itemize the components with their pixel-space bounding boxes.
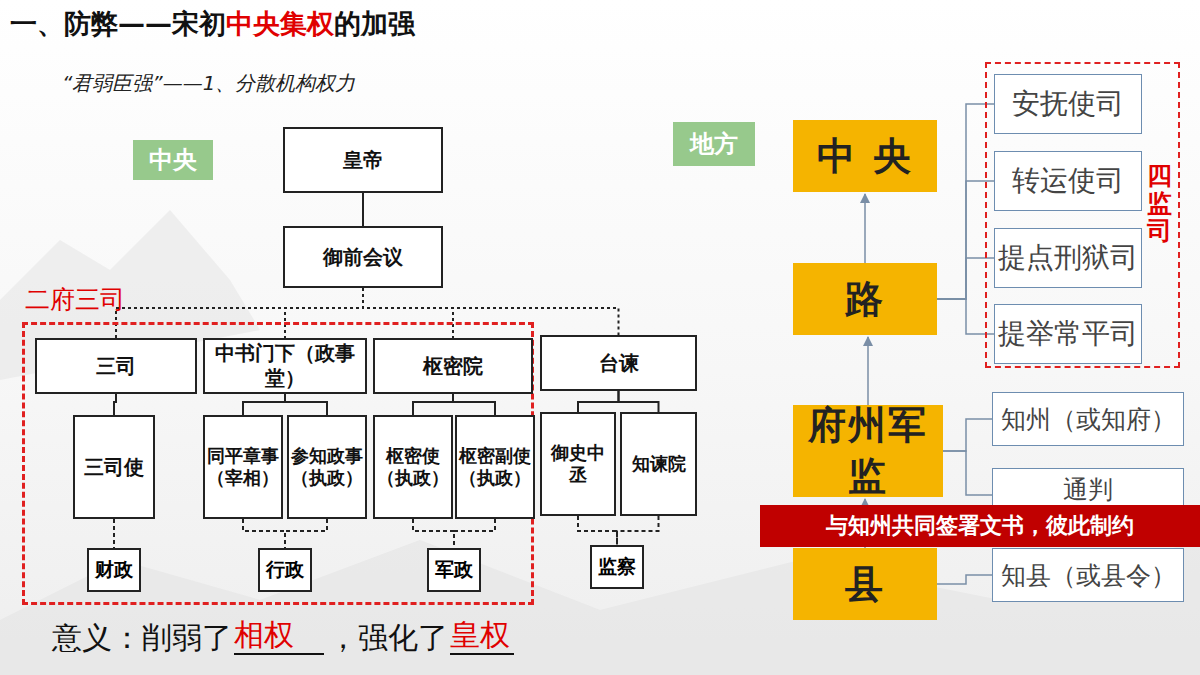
answer-blank: 皇权 [450, 618, 514, 655]
official-box: 知谏院 [620, 412, 697, 516]
connector [285, 288, 363, 338]
level-box: 路 [793, 263, 937, 335]
node-label: 同平章事 （宰相） [207, 445, 279, 490]
node-label: 与知州共同签署文书，彼此制约 [826, 511, 1134, 541]
connector [864, 194, 866, 263]
office-box: 皇帝 [283, 127, 443, 193]
area-tag: 中央 [133, 140, 213, 180]
node-label: 参知政事 （执政） [291, 445, 363, 490]
subtitle: “君弱臣强”——1、分散机构权力 [62, 70, 355, 97]
connector [363, 288, 453, 338]
answer-blank: 相权 [234, 618, 324, 655]
connector [454, 519, 495, 548]
official-box: 同平章事 （宰相） [203, 415, 283, 519]
official-box: 御史中丞 [540, 412, 616, 516]
node-label: 府州军监 [793, 400, 943, 502]
connector [943, 419, 992, 451]
office-box: 中书门下（政事堂） [203, 338, 367, 394]
office-box: 知州（或知府） [992, 392, 1184, 446]
connector [867, 337, 869, 405]
office-box: 枢密院 [373, 338, 533, 394]
office-box: 提点刑狱司 [994, 228, 1142, 288]
group-region: 四监司 安抚使司转运使司提点刑狱司提举常平司 [985, 62, 1180, 368]
official-box: 参知政事 （执政） [287, 415, 367, 519]
node-label: 提举常平司 [998, 315, 1138, 353]
node-label: 枢密副使 （执政） [459, 445, 531, 490]
page-title: 一、防弊——宋初中央集权的加强 [10, 6, 415, 42]
node-label: 中书门下（政事堂） [207, 341, 363, 391]
connector [116, 288, 363, 338]
node-label: 知县（或县令） [1001, 559, 1176, 592]
node-label: 提点刑狱司 [998, 239, 1138, 277]
connector [114, 394, 116, 415]
official-box: 枢密使 （执政） [373, 415, 453, 519]
connector [617, 516, 659, 545]
power-tag: 财政 [87, 548, 141, 592]
node-label: 知州（或知府） [1001, 403, 1176, 436]
node-label: 知谏院 [632, 453, 686, 476]
power-tag: 军政 [427, 548, 481, 592]
connector [363, 288, 619, 335]
level-box: 中 央 [793, 120, 937, 192]
node-label: 御前会议 [323, 245, 403, 270]
node-label: 通判 [1063, 473, 1113, 506]
connector [285, 394, 327, 415]
connector [243, 519, 285, 548]
office-box: 提举常平司 [994, 304, 1142, 364]
meaning-text: 意义：削弱了 [52, 618, 232, 659]
connector [243, 394, 285, 415]
connector [413, 394, 453, 415]
office-box: 知县（或县令） [992, 548, 1184, 602]
node-label: 枢密院 [423, 354, 483, 379]
official-box: 三司使 [73, 415, 155, 519]
connector [943, 451, 992, 495]
node-label: 御史中丞 [544, 442, 612, 487]
official-box: 枢密副使 （执政） [455, 415, 535, 519]
node-label: 枢密使 （执政） [377, 445, 449, 490]
area-tag: 地方 [673, 122, 755, 166]
node-label: 三司 [96, 354, 136, 379]
connector [362, 193, 364, 226]
level-box: 府州军监 [793, 405, 943, 497]
connector [578, 391, 619, 412]
node-label: 中央 [149, 144, 197, 176]
connector [413, 519, 454, 548]
node-label: 中 央 [817, 131, 912, 182]
connector [619, 391, 659, 412]
office-box: 安抚使司 [994, 74, 1142, 134]
power-tag: 监察 [590, 545, 644, 589]
node-label: 安抚使司 [1012, 85, 1124, 123]
group-heading: 二府三司 [25, 283, 125, 316]
connector [453, 394, 495, 415]
group-heading: 四监司 [1147, 162, 1172, 245]
group-region: 二府三司三司中书门下（政事堂）枢密院三司使同平章事 （宰相）参知政事 （执政）枢… [22, 322, 534, 605]
node-label: 台谏 [599, 351, 639, 376]
meaning-text: ，强化了 [328, 618, 448, 659]
node-label: 三司使 [84, 455, 144, 480]
node-label: 转运使司 [1012, 162, 1124, 200]
connector [113, 519, 115, 548]
connector [937, 575, 992, 584]
connector [578, 516, 617, 545]
power-tag: 行政 [258, 548, 312, 592]
node-label: 地方 [690, 128, 738, 160]
node-label: 皇帝 [343, 148, 383, 173]
node-label: 行政 [266, 557, 304, 583]
office-box: 三司 [35, 338, 197, 394]
node-label: 财政 [95, 557, 133, 583]
office-box: 转运使司 [994, 151, 1142, 211]
level-box: 县 [793, 548, 937, 620]
office-box: 御前会议 [283, 226, 443, 288]
callout-banner: 与知州共同签署文书，彼此制约 [760, 505, 1200, 547]
node-label: 县 [845, 559, 885, 610]
office-box: 台谏 [540, 335, 697, 391]
node-label: 路 [845, 274, 885, 325]
node-label: 监察 [598, 554, 636, 580]
node-label: 军政 [435, 557, 473, 583]
connector [285, 519, 327, 548]
